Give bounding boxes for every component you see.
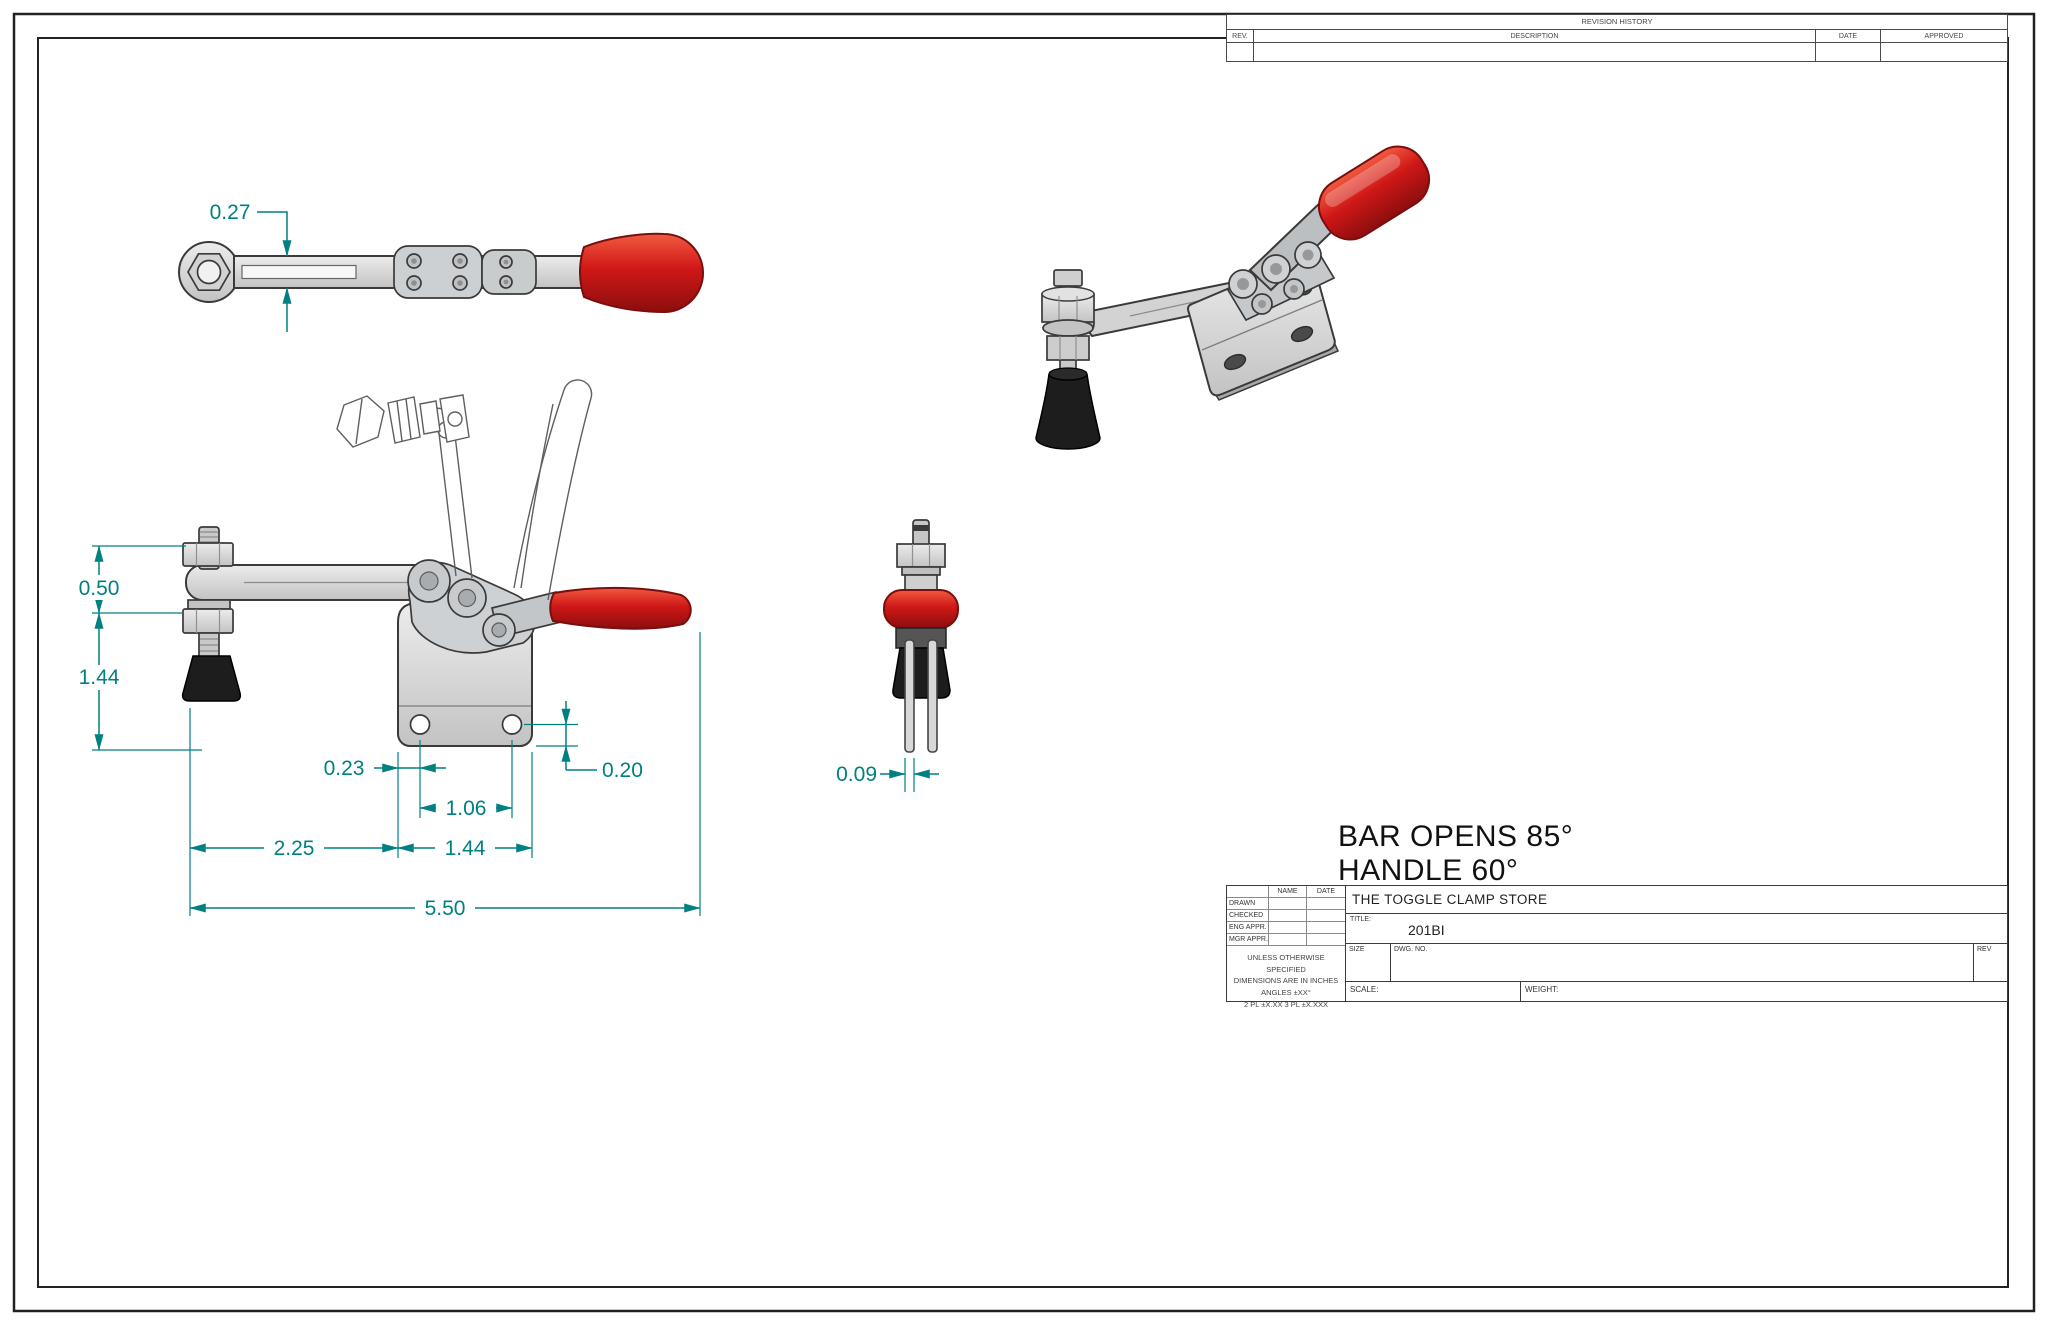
pivot-hole	[196, 259, 222, 285]
note-handle-angle: HANDLE 60°	[1338, 854, 1518, 887]
lower-nut-side	[895, 627, 947, 649]
revision-history-table: REVISION HISTORY REV. DESCRIPTION DATE A…	[1226, 14, 2008, 62]
spindle-lower-nut	[182, 608, 234, 634]
title-label: TITLE:	[1350, 916, 1372, 923]
dim-text-1-44-v: 1.44	[79, 666, 120, 689]
dim-text-0-20: 0.20	[602, 759, 643, 782]
dimension-0-27: 0.27	[210, 201, 292, 332]
rubber-tip-front	[181, 655, 242, 702]
fork-slot	[241, 264, 357, 280]
dim-text-1-44-h: 1.44	[445, 837, 486, 860]
linkage-plate-2	[481, 249, 537, 295]
approvals-row-eng: ENG APPR.	[1227, 922, 1269, 934]
title-block-approvals: NAME DATE DRAWN CHECKED ENG APPR. MGR AP…	[1227, 886, 1346, 1009]
approvals-row-drawn: DRAWN	[1227, 898, 1269, 910]
phantom-open-position	[336, 379, 593, 601]
mounting-hole-iso-left	[1223, 353, 1247, 371]
red-handle-grip-top-view	[579, 232, 704, 314]
rev-col-header-description: DESCRIPTION	[1254, 30, 1816, 43]
dim-text-1-06: 1.06	[446, 797, 487, 820]
dim-text-0-23: 0.23	[324, 757, 365, 780]
linkage-plate-1	[393, 245, 483, 299]
spindle-washer	[187, 599, 231, 610]
dim-text-0-27: 0.27	[210, 201, 251, 224]
scale-field: SCALE:	[1346, 982, 1521, 1001]
phantom-rubber-tip	[336, 395, 385, 448]
tolerance-note: UNLESS OTHERWISE SPECIFIED DIMENSIONS AR…	[1233, 953, 1339, 1009]
rev-col-header-date: DATE	[1816, 30, 1881, 43]
mounting-hole-right	[501, 714, 523, 735]
red-handle-grip-iso	[1317, 145, 1431, 241]
dim-text-0-09: 0.09	[836, 763, 877, 786]
dwg-no-field: DWG. NO.	[1391, 944, 1974, 981]
hex-nut-side	[896, 543, 946, 568]
title-block-main: THE TOGGLE CLAMP STORE TITLE: 201BI SIZE…	[1346, 886, 2007, 1001]
mounting-hole-left	[409, 714, 431, 735]
dim-text-0-50: 0.50	[79, 577, 120, 600]
title-field: TITLE: 201BI	[1346, 914, 2007, 944]
company-name: THE TOGGLE CLAMP STORE	[1346, 886, 2007, 914]
rivet-heads-iso	[1228, 241, 1322, 315]
phantom-nut	[387, 396, 421, 444]
size-field: SIZE	[1346, 944, 1391, 981]
dim-text-5-50: 5.50	[425, 897, 466, 920]
rubber-tip-iso	[1035, 373, 1101, 450]
dimension-0-09: 0.09	[836, 758, 939, 792]
rubber-tip-side	[892, 647, 951, 699]
view-side: 0.09	[836, 519, 959, 792]
spindle-assembly-front	[181, 526, 242, 702]
note-bar-opens: BAR OPENS 85°	[1338, 820, 1573, 853]
approvals-row-checked: CHECKED	[1227, 910, 1269, 922]
extension-lines-front	[92, 545, 701, 916]
rev-field: REV	[1977, 946, 1992, 953]
view-top: 0.27	[178, 201, 704, 332]
spindle-assembly-iso	[1035, 269, 1101, 450]
view-isometric	[1035, 145, 1431, 450]
revision-history-title: REVISION HISTORY	[1227, 15, 2007, 30]
dim-text-2-25: 2.25	[274, 837, 315, 860]
approvals-name-header: NAME	[1269, 886, 1307, 898]
red-handle-grip-side-view	[883, 589, 959, 629]
approvals-row-mgr: MGR APPR.	[1227, 934, 1269, 946]
base-plate-edge-left	[904, 639, 915, 753]
approvals-date-header: DATE	[1307, 886, 1345, 898]
pivot-rivets-front-view	[407, 559, 516, 647]
base-plate-edge-right	[927, 639, 938, 753]
title-block: NAME DATE DRAWN CHECKED ENG APPR. MGR AP…	[1226, 885, 2008, 1009]
sheet-outer-border	[12, 12, 2036, 1313]
part-number: 201BI	[1408, 922, 1445, 938]
weight-field: WEIGHT:	[1525, 985, 1559, 994]
rev-col-header-rev: REV.	[1227, 30, 1254, 43]
spindle-upper-nut	[182, 542, 234, 567]
mounting-hole-iso-right	[1290, 325, 1314, 343]
rev-col-header-approved: APPROVED	[1881, 30, 2007, 43]
sheet-inner-border	[37, 37, 2009, 1288]
red-handle-grip-front-view	[549, 586, 692, 630]
view-front: 0.50 1.44 2.25 1.44 5.50 1.06 0.23 0.20	[71, 379, 701, 920]
revision-empty-row	[1227, 43, 2007, 61]
rivet-heads-top-view	[406, 253, 513, 291]
